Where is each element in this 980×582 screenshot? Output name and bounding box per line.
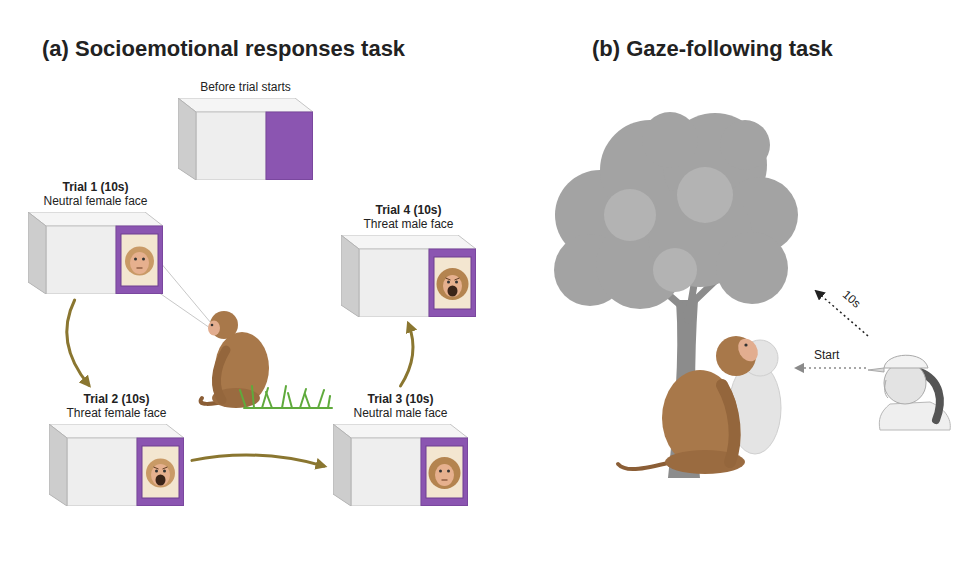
trial-condition: Threat male face xyxy=(339,217,478,231)
trial-heading: Trial 1 (10s) xyxy=(26,180,165,194)
trial-box: Trial 1 (10s)Neutral female face xyxy=(26,180,165,294)
trial-box: Trial 4 (10s)Threat male face xyxy=(339,203,478,317)
apparatus-box xyxy=(28,212,163,294)
trial-heading: Trial 3 (10s) xyxy=(331,392,470,406)
sight-lines xyxy=(158,262,211,328)
gaze-label: Start xyxy=(812,348,841,362)
monkey-figure xyxy=(201,311,269,408)
trial-heading: Trial 4 (10s) xyxy=(339,203,478,217)
sequence-arrow xyxy=(192,455,324,466)
trial-heading: Trial 2 (10s) xyxy=(47,392,186,406)
gaze-label: 10s xyxy=(838,286,865,312)
trial-box: Before trial starts xyxy=(176,80,315,180)
trial-condition: Threat female face xyxy=(47,406,186,420)
trial-condition: Neutral female face xyxy=(26,194,165,208)
trial-heading: Before trial starts xyxy=(176,80,315,94)
trial-box: Trial 3 (10s)Neutral male face xyxy=(331,392,470,506)
panel-title: (b) Gaze-following task xyxy=(590,36,835,62)
sequence-arrow xyxy=(67,300,89,385)
apparatus-box xyxy=(333,424,468,506)
apparatus-box xyxy=(341,235,476,317)
apparatus-box xyxy=(49,424,184,506)
trial-condition: Neutral male face xyxy=(331,406,470,420)
experimenter xyxy=(868,355,950,430)
tree xyxy=(554,112,798,478)
apparatus-box xyxy=(178,98,313,180)
grass xyxy=(240,386,332,408)
trial-box: Trial 2 (10s)Threat female face xyxy=(47,392,186,506)
panel-title: (a) Socioemotional responses task xyxy=(40,36,407,62)
monkey-gaze xyxy=(618,335,781,474)
sequence-arrow xyxy=(401,324,414,386)
start-gaze-arrow xyxy=(796,367,866,369)
